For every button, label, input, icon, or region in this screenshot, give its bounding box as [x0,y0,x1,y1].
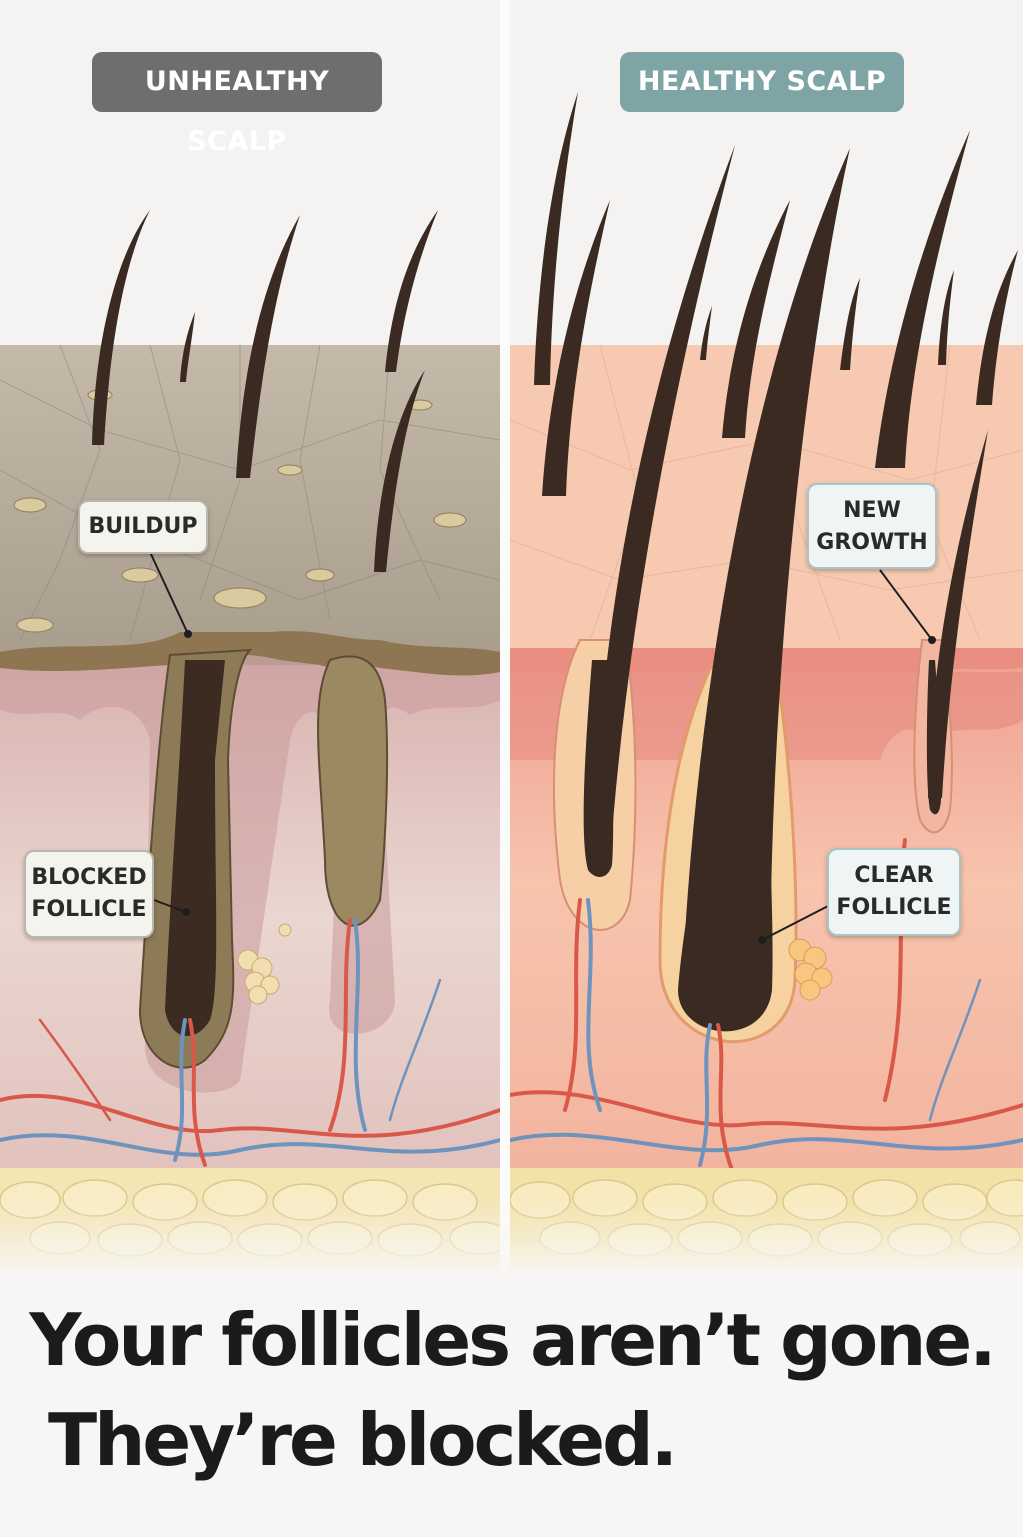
callout-leader-lines [149,551,936,944]
headline-line-2: They’re blocked. [48,1398,678,1482]
buildup-callout: BUILDUP [78,500,208,554]
bottom-fade [0,1200,1023,1290]
unhealthy-scalp-illustration [0,0,500,1270]
unhealthy-scalp-badge: UNHEALTHY SCALP [92,52,382,157]
healthy-scalp-badge: HEALTHY SCALP [620,52,904,112]
new-growth-callout: NEW GROWTH [807,483,937,569]
panel-divider [500,0,510,1285]
blocked-follicle-callout: BLOCKED FOLLICLE [24,850,154,938]
clear-follicle-callout: CLEAR FOLLICLE [827,848,961,936]
headline-line-1: Your follicles aren’t gone. [29,1298,996,1382]
